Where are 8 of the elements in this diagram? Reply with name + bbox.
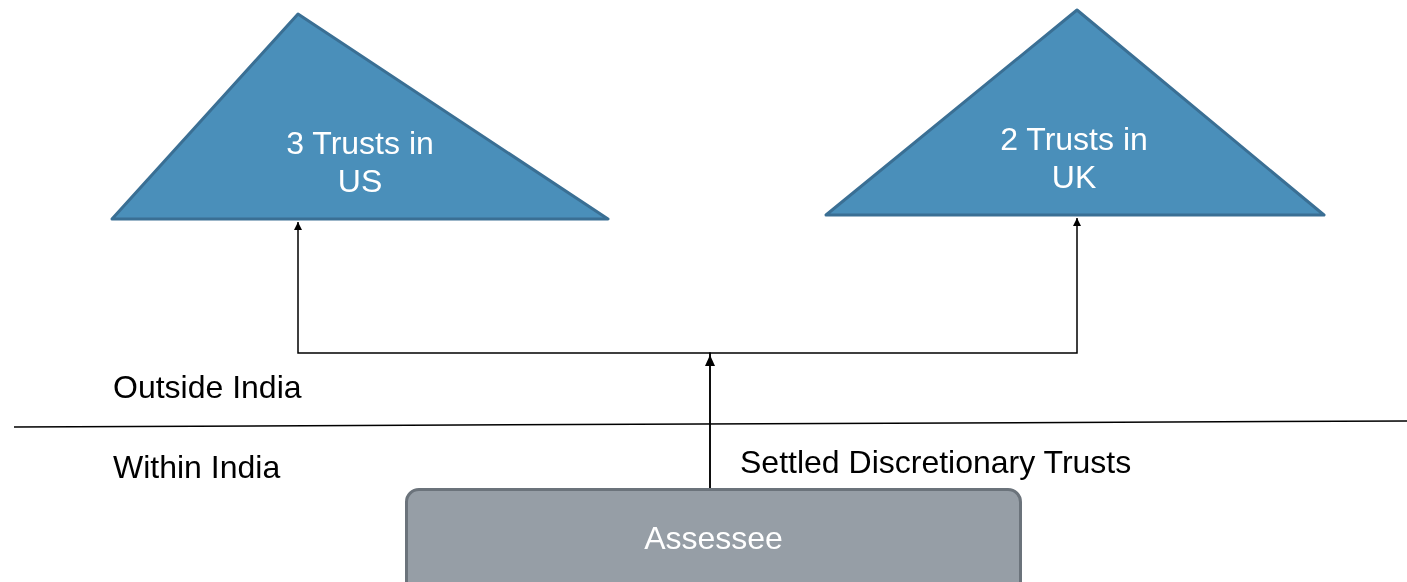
process-box <box>405 488 1022 582</box>
node-label: Assessee <box>644 519 783 557</box>
region-label: Within India <box>113 448 281 486</box>
region-label: Settled Discretionary Trusts <box>740 443 1132 481</box>
node-label: 2 Trusts in UK <box>999 120 1149 196</box>
region-label: Outside India <box>113 368 302 406</box>
arrow <box>709 217 1081 489</box>
node-label: 3 Trusts in US <box>285 124 435 200</box>
